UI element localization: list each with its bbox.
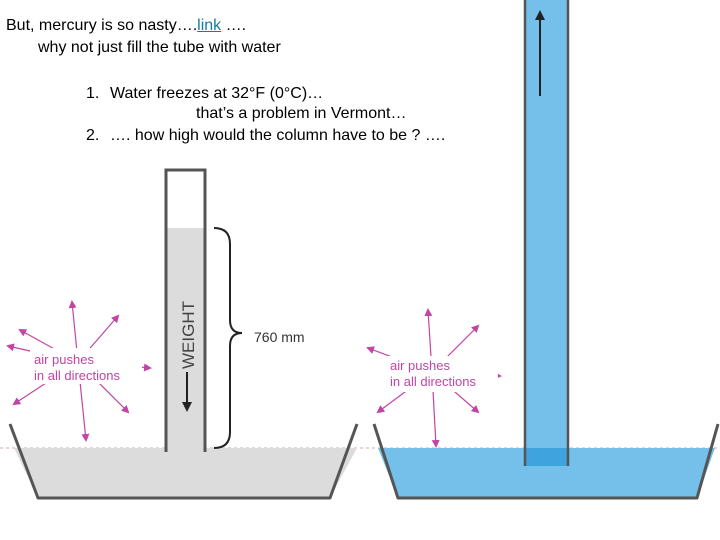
mercury-tube: WEIGHT xyxy=(164,168,207,452)
water-pool xyxy=(378,448,715,498)
tube-outline xyxy=(164,168,207,452)
title-line-2: why not just fill the tube with water xyxy=(38,39,281,56)
mercury-dish xyxy=(8,423,359,500)
water-tube xyxy=(523,0,570,466)
left-air-label-bg xyxy=(30,348,142,384)
title-text: But, mercury is so nasty…. xyxy=(6,17,198,34)
weight-label: WEIGHT xyxy=(179,301,198,369)
title-line-1: But, mercury is so nasty….link …. xyxy=(6,16,246,36)
title-ellipsis: …. xyxy=(221,17,247,34)
water-dish-outline xyxy=(372,423,720,500)
water-column-submerged xyxy=(526,448,567,466)
mercury-link[interactable]: link xyxy=(197,17,222,34)
list-item-1-text: Water freezes at 32°F (0°C)… xyxy=(110,85,324,102)
list-item-2-number: 2. xyxy=(86,127,100,144)
dish-outline xyxy=(8,423,359,500)
right-air-label-line-2: in all directions xyxy=(390,374,476,389)
list-item-1-number: 1. xyxy=(86,85,100,102)
right-air-label-bg xyxy=(386,356,498,392)
list-item-2-text: …. how high would the column have to be … xyxy=(110,127,446,144)
list-item-1-continuation: that’s a problem in Vermont… xyxy=(196,105,407,122)
left-air-label-line-1: air pushes xyxy=(34,352,94,367)
mercury-pool xyxy=(14,448,357,498)
height-label: 760 mm xyxy=(254,329,305,345)
water-column xyxy=(526,0,567,448)
water-dish xyxy=(372,423,720,500)
height-brace xyxy=(213,227,243,449)
left-air-label-line-2: in all directions xyxy=(34,368,120,383)
right-air-label-line-1: air pushes xyxy=(390,358,450,373)
